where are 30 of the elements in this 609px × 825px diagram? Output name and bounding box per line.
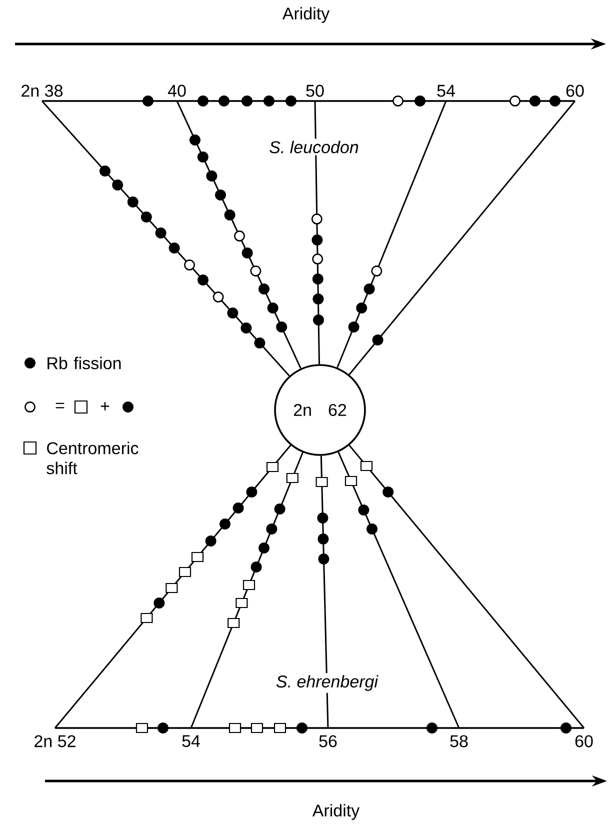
chromosome-number: 2n 52 <box>34 735 76 748</box>
chromosome-number: 54 <box>437 84 455 97</box>
branch-line <box>41 100 290 376</box>
chromosome-number: 50 <box>306 84 324 97</box>
number-line <box>55 727 584 729</box>
branch-line <box>176 100 302 369</box>
branch-line <box>348 444 585 728</box>
chromosome-number: 60 <box>566 84 584 97</box>
legend-text: Centromeric shift <box>46 442 138 474</box>
branch-line <box>336 100 447 368</box>
chromosome-number: 40 <box>168 84 186 97</box>
species-label: S. leucodon <box>267 138 361 156</box>
chromosome-number: 56 <box>319 735 337 748</box>
branch-line <box>190 452 304 728</box>
aridity-label: Aridity <box>282 7 330 23</box>
chromosome-number: 54 <box>182 735 200 748</box>
chromosome-number: 2n 38 <box>22 84 63 97</box>
branch-line <box>314 100 320 364</box>
species-label: S. ehrenbergi <box>274 673 380 693</box>
plus-sign: + <box>100 402 110 410</box>
chromosome-number: 58 <box>450 735 468 748</box>
branch-line <box>320 456 329 728</box>
equals-sign: = <box>56 402 64 408</box>
branch-line <box>54 444 292 728</box>
branch-line <box>338 452 460 728</box>
number-line <box>42 100 575 102</box>
chromosome-number: 60 <box>575 735 593 748</box>
branch-line <box>348 100 576 376</box>
legend-text: Rb fission <box>48 356 121 370</box>
aridity-label: Aridity <box>312 804 360 820</box>
